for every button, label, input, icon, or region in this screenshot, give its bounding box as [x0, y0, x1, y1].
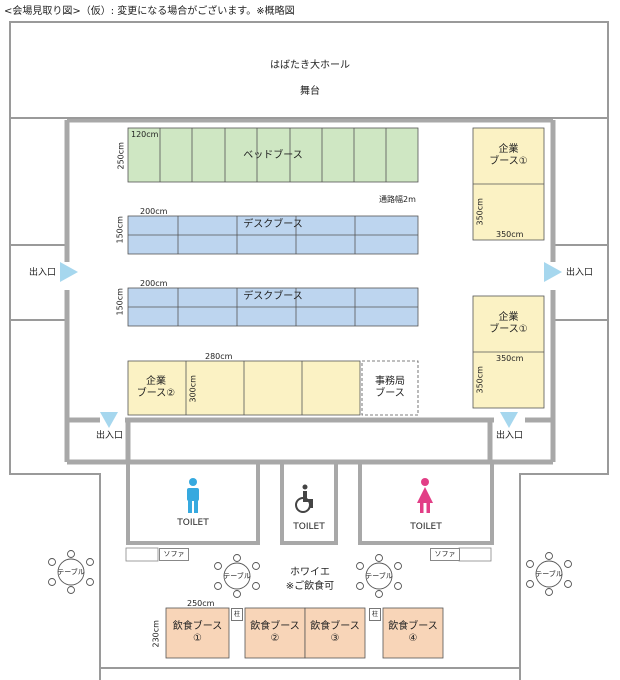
table-label-2: テーブル: [223, 572, 251, 580]
corp-booth-1-bottom-depth: 350cm: [475, 366, 485, 394]
desk-booth-1-depth: 150cm: [115, 216, 125, 244]
food-booth-2: 飲食ブース ②: [250, 621, 300, 644]
corp-booth-2-row: [127, 360, 361, 416]
entrance-right-label: 出入口: [566, 268, 594, 278]
table-label-3: テーブル: [365, 572, 393, 580]
men-toilet-label: TOILET: [177, 518, 209, 528]
accessible-toilet-label: TOILET: [293, 522, 325, 532]
aisle-width: 通路幅2m: [379, 195, 416, 204]
corp-booth-2-label: 企業 ブース②: [136, 376, 176, 399]
pillar-left: 柱: [231, 608, 243, 621]
pillar-right: 柱: [369, 608, 381, 621]
office-booth: [361, 360, 419, 416]
building-walls: [9, 21, 609, 680]
corp-booth-1-top: [472, 127, 545, 241]
foyer-note: ※ご飲食可: [285, 581, 335, 592]
foyer-label: ホワイエ: [290, 567, 330, 578]
desk-booth-2-label: デスクブース: [243, 291, 303, 302]
bed-booth-label: ベッドブース: [243, 150, 303, 161]
accessible-toilet-icon: [295, 484, 313, 513]
sofa-left: ソファ: [159, 548, 189, 561]
corp-booth-1-bottom-width: 350cm: [496, 354, 524, 363]
hall-name: はばたき大ホール: [270, 60, 350, 71]
desk-booth-row-1: [127, 215, 419, 255]
corp-booth-2-width: 280cm: [205, 352, 233, 361]
corp-booth-1-top-label: 企業 ブース①: [489, 144, 528, 167]
woman-toilet-icon: [417, 478, 433, 513]
entrance-arrow-bottom-right: [500, 412, 518, 428]
food-booth-3: 飲食ブース ③: [310, 621, 360, 644]
sofa-box-right: [458, 547, 492, 562]
sofa-right: ソファ: [430, 548, 460, 561]
sofa-box-left: [125, 547, 159, 562]
bed-booth-width: 120cm: [131, 130, 159, 139]
food-booth-width: 250cm: [187, 599, 215, 608]
tables: [48, 550, 572, 598]
food-booths: [165, 607, 444, 659]
entrance-bottom-right-label: 出入口: [496, 431, 524, 441]
entrance-left-label: 出入口: [29, 268, 57, 278]
corp-booth-1-top-depth: 350cm: [475, 198, 485, 226]
table-label-1: テーブル: [57, 568, 85, 576]
corp-booth-1-bottom: [472, 295, 545, 409]
desk-booth-2-width: 200cm: [140, 279, 168, 288]
office-booth-label: 事務局 ブース: [375, 376, 405, 399]
toilet-walls: [126, 464, 494, 545]
desk-booth-1-label: デスクブース: [243, 219, 303, 230]
food-booth-4: 飲食ブース ④: [388, 621, 438, 644]
women-toilet-label: TOILET: [410, 522, 442, 532]
corp-booth-1-top-width: 350cm: [496, 230, 524, 239]
entrance-arrow-right: [544, 262, 562, 282]
man-toilet-icon: [187, 478, 199, 513]
food-booth-1: 飲食ブース ①: [172, 621, 223, 644]
food-booth-depth: 230cm: [151, 620, 161, 648]
plan-caption: <会場見取り図>（仮）: 変更になる場合がございます。※概略図: [4, 6, 295, 17]
bed-booth-depth: 250cm: [116, 142, 126, 170]
entrance-arrow-left: [60, 262, 78, 282]
desk-booth-row-2: [127, 287, 419, 327]
corp-booth-1-bottom-label: 企業 ブース①: [489, 312, 528, 335]
entrance-arrow-bottom-left: [100, 412, 118, 428]
bed-booth-row: [127, 127, 419, 183]
corp-booth-2-depth: 300cm: [188, 375, 198, 403]
hall-walls: [64, 117, 556, 465]
desk-booth-1-width: 200cm: [140, 207, 168, 216]
desk-booth-2-depth: 150cm: [115, 288, 125, 316]
table-label-4: テーブル: [535, 570, 563, 578]
stage-label: 舞台: [300, 86, 320, 97]
entrance-bottom-left-label: 出入口: [96, 431, 124, 441]
